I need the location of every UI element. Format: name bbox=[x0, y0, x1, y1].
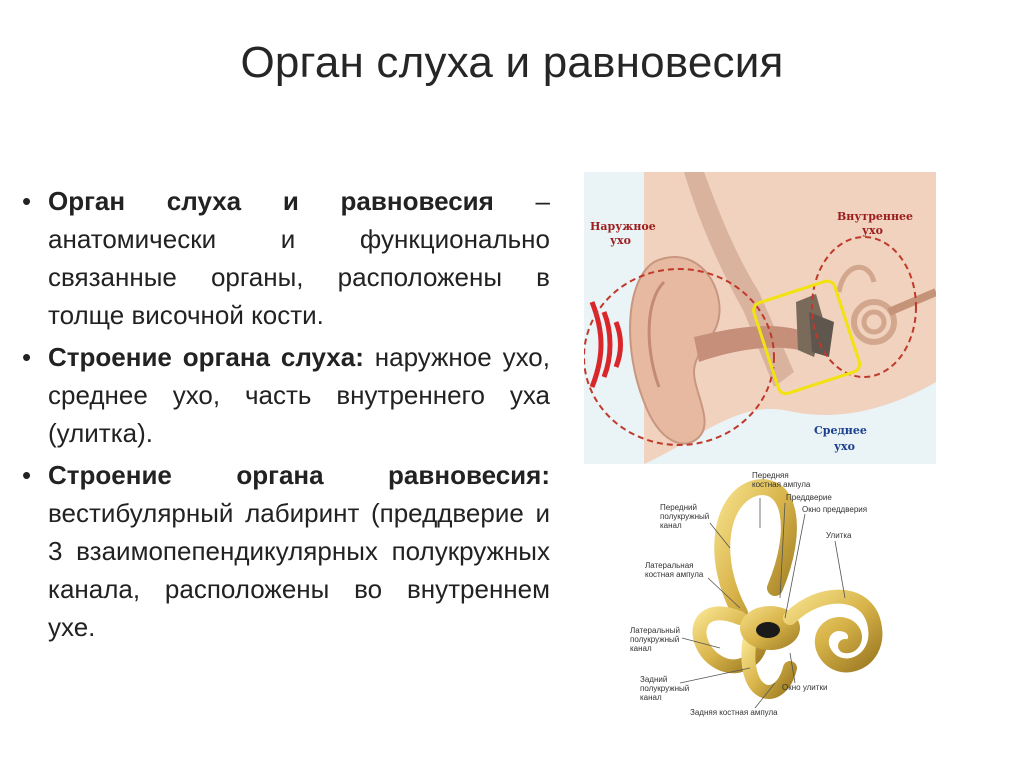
bullet-item: • Строение органа слуха: наружное ухо, ср… bbox=[20, 338, 550, 452]
lateral-canal-label-3: канал bbox=[630, 644, 652, 653]
auditory-nerve bbox=[887, 288, 936, 316]
semicircular-canal bbox=[836, 264, 877, 293]
anterior-ampulla-label-1: Передняя bbox=[752, 471, 789, 480]
slide-title: Орган слуха и равновесия bbox=[240, 38, 784, 87]
cochlea-core bbox=[861, 309, 887, 335]
anterior-canal-label-1: Передний bbox=[660, 503, 697, 512]
auricle-fold bbox=[647, 280, 666, 388]
vestibule-label: Преддверие bbox=[786, 493, 832, 502]
ear-canal bbox=[694, 326, 799, 362]
lateral-ampulla-label-2: костная ампула bbox=[645, 570, 704, 579]
bullet-bold: Орган слуха и равновесия bbox=[48, 186, 494, 216]
ear-anatomy-figure: Наружное ухо Внутреннее ухо Среднее ухо bbox=[584, 172, 936, 464]
middle-ear-cavity bbox=[809, 312, 834, 357]
posterior-canal-label-2: полукружный bbox=[640, 684, 689, 693]
middle-ear-label-1: Среднее bbox=[814, 424, 867, 437]
anterior-ampulla-label-2: костная ампула bbox=[752, 480, 811, 489]
oval-window bbox=[756, 622, 780, 638]
bullet-text: наружное ухо, среднее ухо, часть внутрен… bbox=[48, 342, 550, 448]
bullet-dot: • bbox=[22, 186, 32, 216]
outer-ear-label-2: ухо bbox=[610, 234, 631, 247]
anterior-canal-label-3: канал bbox=[660, 521, 682, 530]
bullet-item: • Строение органа равновесия: вестибулярн… bbox=[20, 456, 550, 646]
posterior-canal-label-3: канал bbox=[640, 693, 662, 702]
ear-anatomy-drawing: Наружное ухо Внутреннее ухо Среднее ухо bbox=[584, 172, 936, 464]
inner-ear-label-2: ухо bbox=[862, 224, 883, 237]
bullet-dot: • bbox=[22, 342, 32, 372]
sound-waves bbox=[589, 301, 623, 388]
bullet-text: вестибулярный лабиринт (преддверие и 3 в… bbox=[48, 498, 550, 642]
middle-ear-label-2: ухо bbox=[834, 440, 855, 453]
inner-ear-label-1: Внутреннее bbox=[837, 210, 913, 223]
cochlea-spiral bbox=[851, 299, 897, 345]
inner-ear-region bbox=[811, 236, 917, 378]
posterior-ampulla-label: Задняя костная ампула bbox=[690, 708, 778, 717]
lateral-ampulla-label-1: Латеральная bbox=[645, 561, 693, 570]
bullet-text: – анатомически и функционально связанные… bbox=[48, 186, 550, 330]
round-window-label: Окно улитки bbox=[782, 683, 827, 692]
outer-ear-region bbox=[584, 268, 775, 446]
anterior-canal bbox=[714, 479, 797, 621]
bullet-item: • Орган слуха и равновесия – анатомически… bbox=[20, 182, 550, 334]
cochlea-spiral bbox=[783, 589, 883, 673]
anterior-canal-label-2: полукружный bbox=[660, 512, 709, 521]
bullet-dot: • bbox=[22, 460, 32, 490]
outer-ear-label-1: Наружное bbox=[590, 220, 656, 233]
posterior-canal bbox=[741, 631, 797, 699]
leader-lines bbox=[679, 498, 846, 709]
bullet-list: • Орган слуха и равновесия – анатомически… bbox=[20, 182, 550, 650]
oval-window-label: Окно преддверия bbox=[802, 505, 867, 514]
cochlea-label: Улитка bbox=[826, 531, 852, 540]
lateral-canal-label-2: полукружный bbox=[630, 635, 679, 644]
bullet-bold: Строение органа равновесия: bbox=[48, 460, 550, 490]
labyrinth-figure: Передняя костная ампула Преддверие Перед… bbox=[590, 468, 890, 718]
middle-ear-region bbox=[752, 279, 862, 396]
labyrinth-drawing: Передняя костная ампула Преддверие Перед… bbox=[630, 471, 883, 717]
bullet-bold: Строение органа слуха: bbox=[48, 342, 364, 372]
lateral-canal-label-1: Латеральный bbox=[630, 626, 680, 635]
posterior-canal-label-1: Задний bbox=[640, 675, 667, 684]
